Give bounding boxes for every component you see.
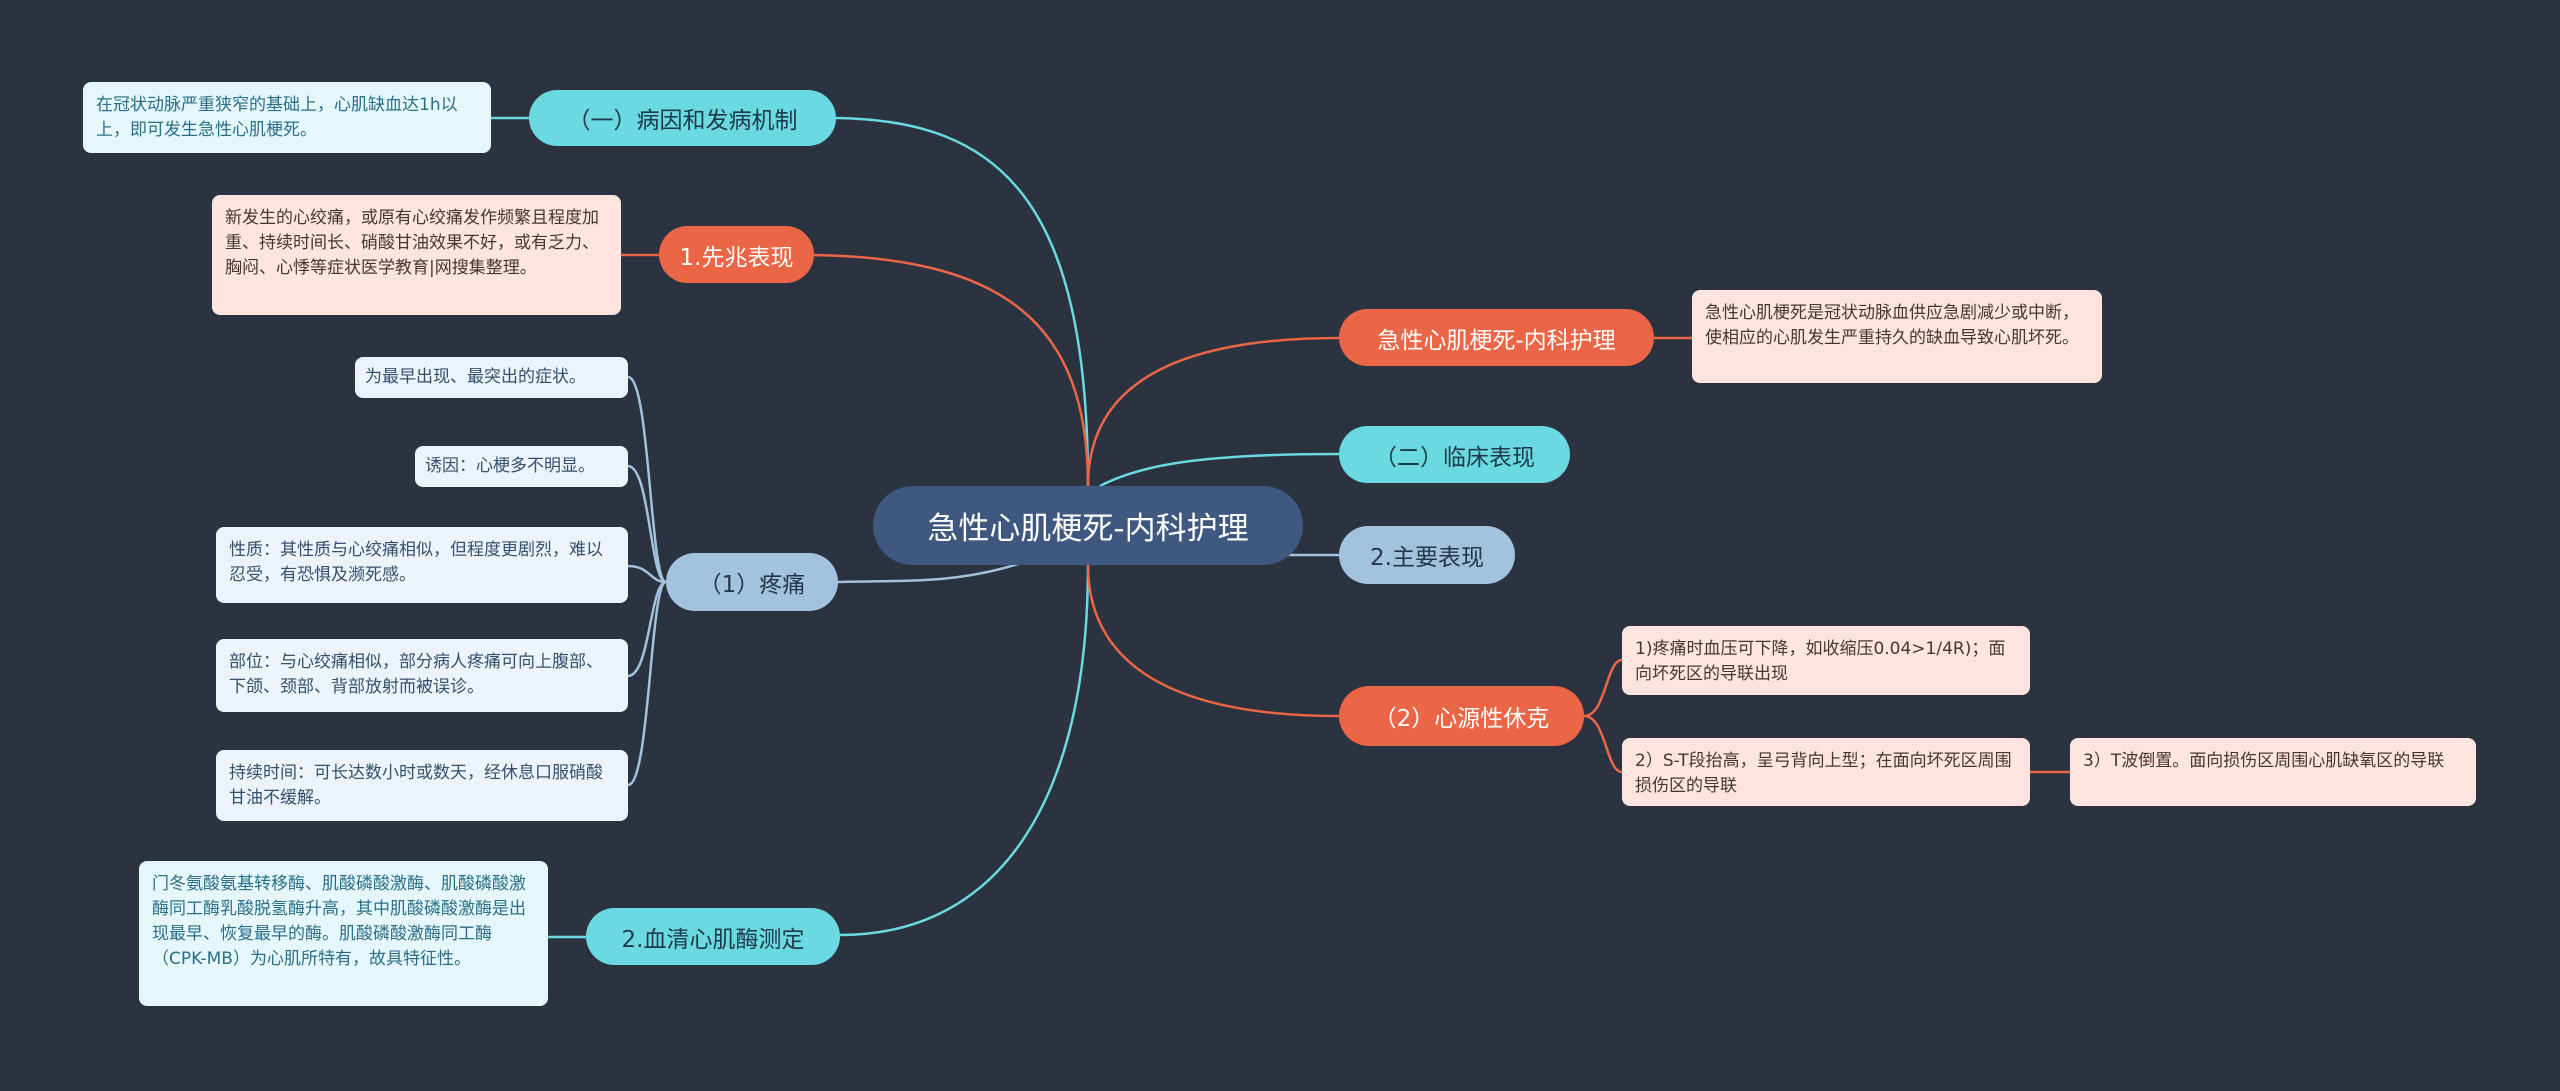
branch-shock[interactable]: （2）心源性休克 (1339, 686, 1584, 746)
link-clinical (1099, 452, 1340, 488)
link-prodrome (813, 253, 1090, 487)
branch-main[interactable]: 2.主要表现 (1339, 526, 1515, 584)
shock-item-1: 1)疼痛时血压可下降，如收缩压0.04>1/4R)；面向坏死区的导联出现 (1622, 626, 2030, 695)
pain-item-5: 持续时间：可长达数小时或数天，经休息口服硝酸甘油不缓解。 (216, 750, 628, 821)
shock-sub-item: 3）T波倒置。面向损伤区周围心肌缺氧区的导联 (2070, 738, 2476, 806)
branch-cause[interactable]: （一）病因和发病机制 (529, 90, 836, 146)
pain-item-3: 性质：其性质与心绞痛相似，但程度更剧烈，难以忍受，有恐惧及濒死感。 (216, 527, 628, 603)
branch-pain[interactable]: （1）疼痛 (666, 553, 838, 611)
link-cause (835, 116, 1090, 487)
pain-item-1: 为最早出现、最突出的症状。 (355, 357, 628, 398)
shock-item-2: 2）S-T段抬高，呈弓背向上型；在面向坏死区周围损伤区的导联 (1622, 738, 2030, 806)
link-shock (1086, 564, 1340, 718)
note-enzyme: 门冬氨酸氨基转移酶、肌酸磷酸激酶、肌酸磷酸激酶同工酶乳酸脱氢酶升高，其中肌酸磷酸… (139, 861, 548, 1006)
note-cause: 在冠状动脉严重狭窄的基础上，心肌缺血达1h以上，即可发生急性心肌梗死。 (83, 82, 491, 153)
central-topic[interactable]: 急性心肌梗死-内科护理 (873, 486, 1303, 565)
branch-clinical[interactable]: （二）临床表现 (1339, 426, 1570, 483)
pain-item-4: 部位：与心绞痛相似，部分病人疼痛可向上腹部、下颌、颈部、背部放射而被误诊。 (216, 639, 628, 712)
link-pain (837, 558, 1031, 584)
pain-item-2: 诱因：心梗多不明显。 (415, 446, 628, 487)
branch-prodrome[interactable]: 1.先兆表现 (659, 226, 814, 283)
note-definition: 急性心肌梗死是冠状动脉血供应急剧减少或中断，使相应的心肌发生严重持久的缺血导致心… (1692, 290, 2102, 383)
link-definition (1086, 336, 1340, 487)
branch-definition[interactable]: 急性心肌梗死-内科护理 (1339, 309, 1654, 366)
note-prodrome: 新发生的心绞痛，或原有心绞痛发作频繁且程度加重、持续时间长、硝酸甘油效果不好，或… (212, 195, 621, 315)
link-enzyme (839, 564, 1090, 937)
branch-enzyme[interactable]: 2.血清心肌酶测定 (586, 908, 840, 965)
